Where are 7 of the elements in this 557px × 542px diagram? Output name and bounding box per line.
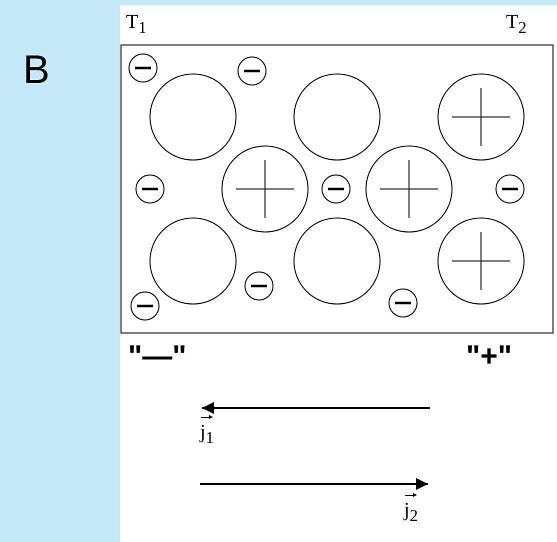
polarity-label: "+" [466,342,512,372]
terminal-label: T$_{2}$ [506,12,527,37]
polarity-label: "—" [128,342,186,372]
terminal-label: T$_{1}$ [126,12,147,37]
current-density-label: j$_{1}$ [200,414,214,447]
current-density-label: j$_{2}$ [404,492,418,525]
panel-letter: B [23,50,50,90]
